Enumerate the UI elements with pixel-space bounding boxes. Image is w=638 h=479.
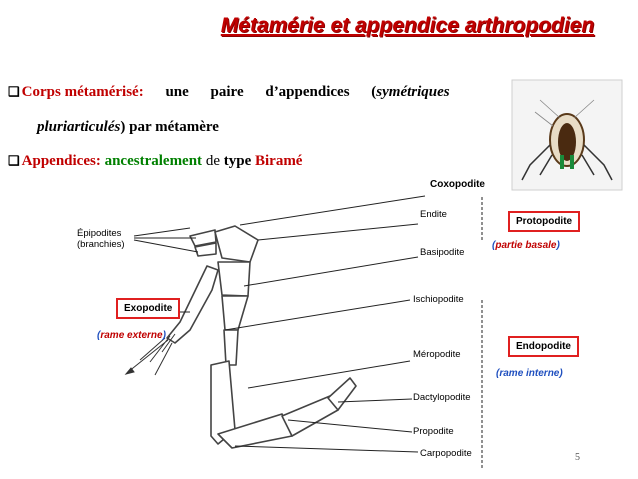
note-rame-interne-text: rame interne bbox=[499, 368, 559, 379]
note-partie-basale: (partie basale) bbox=[492, 240, 560, 251]
box-protopodite: Protopodite bbox=[508, 211, 580, 232]
label-meropodite: Méropodite bbox=[413, 349, 461, 360]
label-epipodites: Épipodites bbox=[77, 228, 121, 239]
note-rame-interne: (rame interne) bbox=[496, 368, 563, 379]
note-rame-externe-text: rame externe bbox=[100, 330, 162, 341]
basipodite-shape bbox=[218, 262, 250, 296]
ischiopodite-shape bbox=[222, 296, 248, 330]
label-propodite: Propodite bbox=[413, 426, 454, 437]
label-carpopodite: Carpopodite bbox=[420, 448, 472, 459]
dactylopodite-shape bbox=[282, 396, 338, 436]
box-exopodite: Exopodite bbox=[116, 298, 180, 319]
label-basipodite: Basipodite bbox=[420, 247, 464, 258]
crustacean-inset-image bbox=[512, 80, 622, 190]
meropodite-shape bbox=[224, 330, 238, 365]
appendage-drawing bbox=[167, 226, 356, 448]
label-branchies: (branchies) bbox=[77, 239, 125, 250]
label-coxopodite: Coxopodite bbox=[430, 179, 485, 190]
note-rame-externe: (rame externe) bbox=[97, 330, 166, 341]
label-endite: Endite bbox=[420, 209, 447, 220]
label-ischiopodite: Ischiopodite bbox=[413, 294, 464, 305]
note-partie-basale-text: partie basale bbox=[495, 240, 556, 251]
box-endopodite: Endopodite bbox=[508, 336, 579, 357]
coxopodite-shape bbox=[215, 226, 258, 262]
label-dactylopodite: Dactylopodite bbox=[413, 392, 471, 403]
page-number: 5 bbox=[575, 452, 580, 463]
